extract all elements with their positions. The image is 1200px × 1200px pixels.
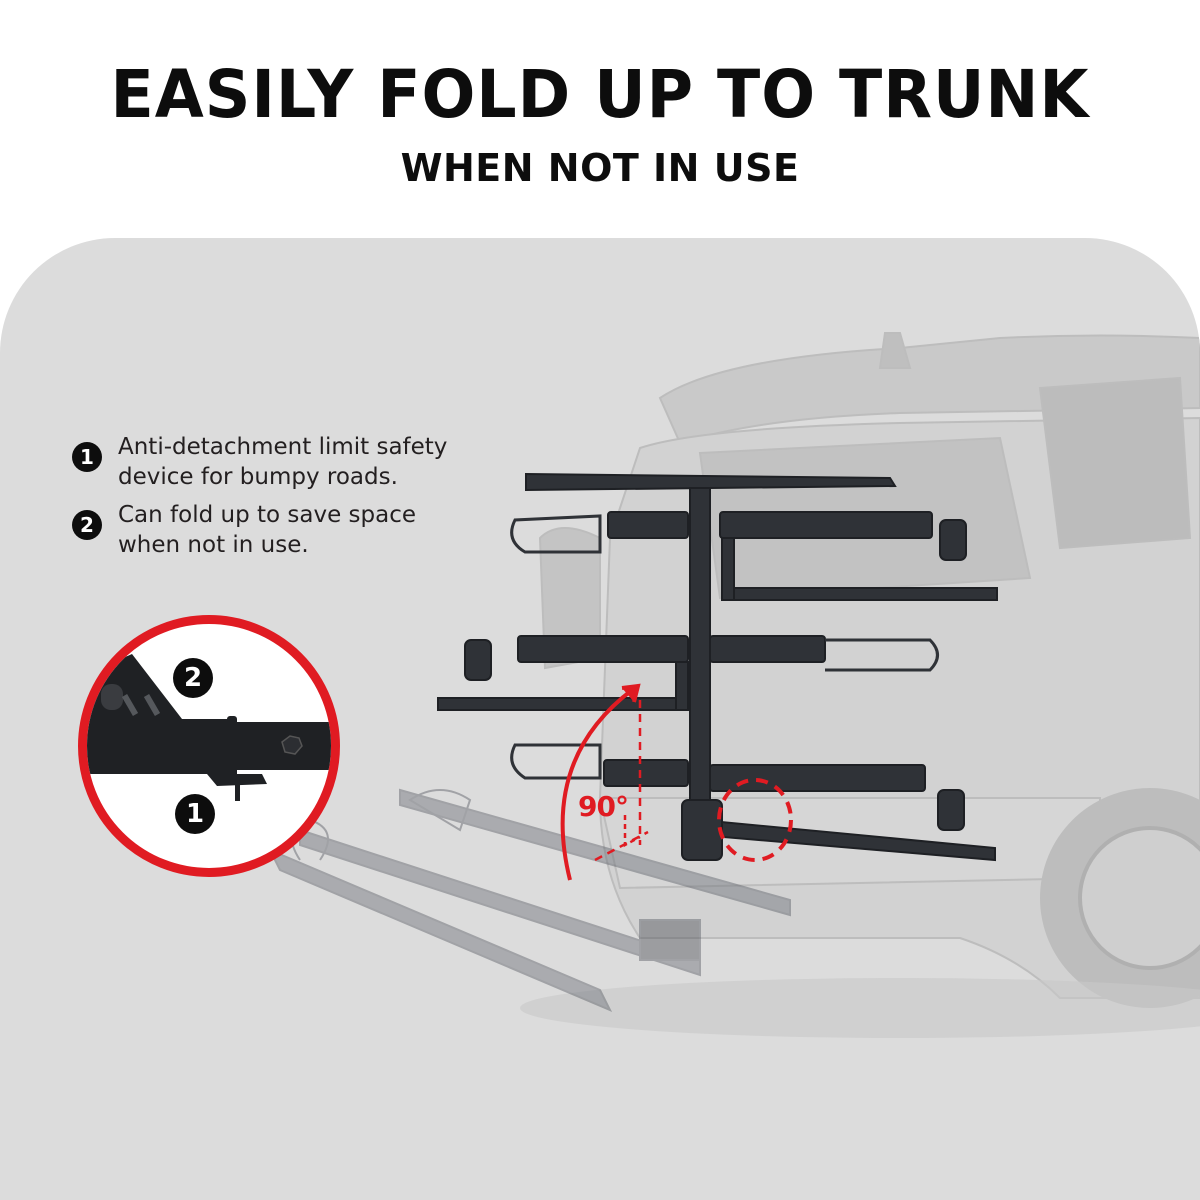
feature-text: Can fold up to save space when not in us… — [118, 502, 417, 558]
callout-badge-1: 1 — [175, 794, 215, 834]
number-badge-1: 1 — [72, 442, 102, 472]
fold-angle-label: 90° — [578, 790, 629, 823]
headline: EASILY FOLD UP TO TRUNK — [110, 56, 1090, 133]
subheadline: WHEN NOT IN USE — [400, 146, 800, 190]
feature-list: 1 Anti-detachment limit safety device fo… — [72, 432, 512, 568]
callout-badge-2: 2 — [173, 658, 213, 698]
number-badge-2: 2 — [72, 510, 102, 540]
detail-zoom-callout: 2 1 — [78, 615, 340, 877]
feature-item-fold-up: 2 Can fold up to save space when not in … — [72, 500, 512, 560]
feature-item-anti-detachment: 1 Anti-detachment limit safety device fo… — [72, 432, 512, 492]
feature-text: Anti-detachment limit safety device for … — [118, 434, 448, 490]
